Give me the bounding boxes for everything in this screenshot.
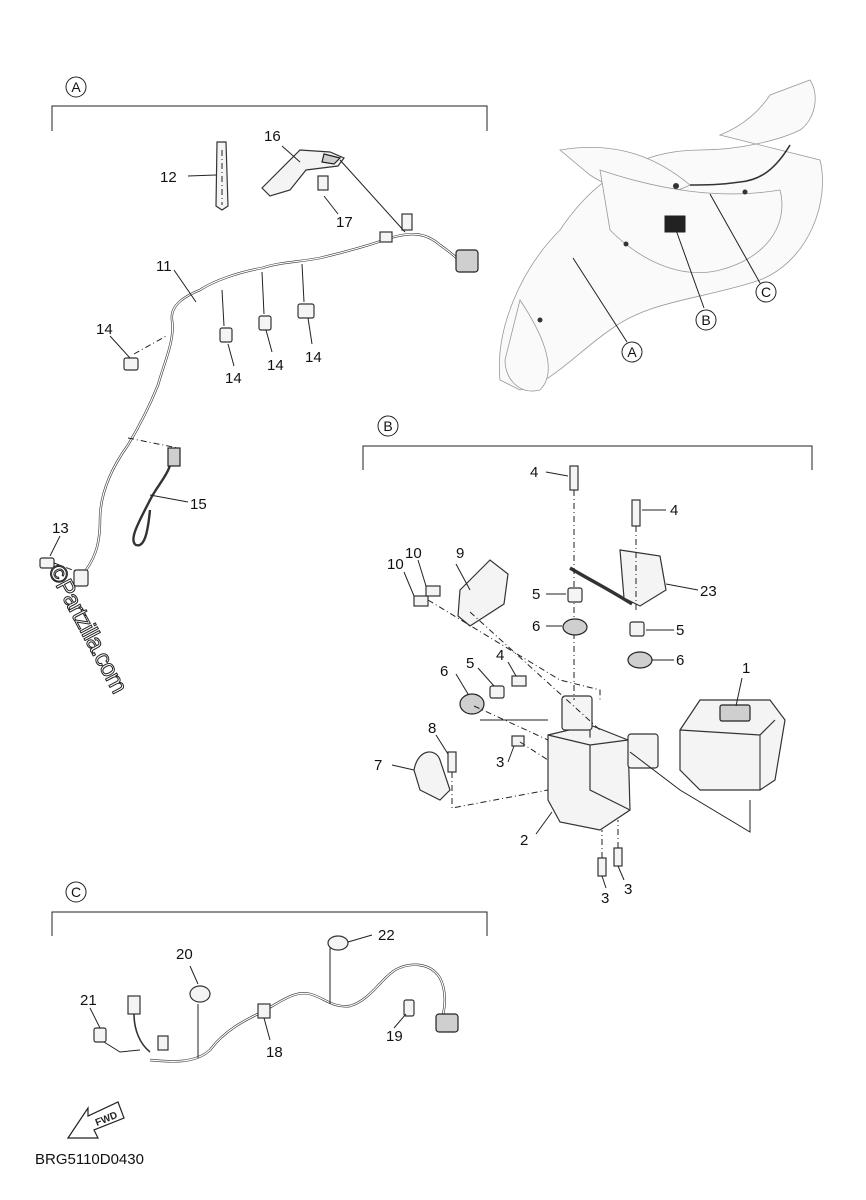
callout-14-a: 14 (96, 321, 113, 338)
part-21-clip (93, 1027, 107, 1043)
callout-10-b: 10 (387, 556, 404, 573)
part-22-clamp (327, 935, 349, 951)
callout-17: 17 (336, 214, 353, 231)
front-sensor-wire (73, 213, 479, 587)
part-1-hydraulic-unit (679, 699, 786, 791)
callout-9: 9 (456, 545, 464, 562)
callout-6-a: 6 (532, 618, 540, 635)
svg-text:C: C (761, 284, 771, 300)
part-9-bracket (457, 559, 509, 627)
section-b: B (362, 415, 813, 907)
callout-1: 1 (742, 660, 750, 677)
callout-16: 16 (264, 128, 281, 145)
part-20-clamp (189, 985, 211, 1003)
callout-21: 21 (80, 992, 97, 1009)
fwd-arrow-icon: FWD (66, 1101, 125, 1139)
section-b-bracket (362, 445, 813, 470)
section-b-marker: B (377, 415, 399, 437)
callout-6-b: 6 (676, 652, 684, 669)
callout-3-a: 3 (496, 754, 504, 771)
callout-7: 7 (374, 757, 382, 774)
callout-5-a: 5 (532, 586, 540, 603)
callout-18: 18 (266, 1044, 283, 1061)
callout-14-d: 14 (305, 349, 322, 366)
callout-23: 23 (700, 583, 717, 600)
callout-13: 13 (52, 520, 69, 537)
svg-text:A: A (627, 344, 637, 360)
callout-4-c: 4 (496, 647, 504, 664)
part-14-clips (123, 263, 315, 371)
diagram-code: BRG5110D0430 (35, 1151, 144, 1168)
abs-unit-location (664, 215, 686, 233)
part-2-bracket (547, 724, 631, 831)
svg-text:C: C (71, 884, 81, 900)
svg-text:B: B (383, 418, 392, 434)
rear-sensor-wire (127, 963, 459, 1063)
callout-5-c: 5 (466, 655, 474, 672)
section-a-marker: A (65, 76, 87, 98)
callout-4-a: 4 (530, 464, 538, 481)
callout-20: 20 (176, 946, 193, 963)
callout-10-a: 10 (405, 545, 422, 562)
callout-5-b: 5 (676, 622, 684, 639)
callout-19: 19 (386, 1028, 403, 1045)
section-c: C 20 22 (51, 881, 488, 1063)
svg-text:B: B (701, 312, 710, 328)
callout-3-c: 3 (624, 881, 632, 898)
part-19-bolt (403, 999, 415, 1017)
callout-14-c: 14 (267, 357, 284, 374)
location-marker-b: B (695, 309, 717, 331)
callout-15: 15 (190, 496, 207, 513)
part-13-bolt (39, 557, 79, 573)
callout-11: 11 (156, 258, 172, 275)
motorcycle-overview: A B C (498, 79, 823, 392)
callout-4-b: 4 (670, 502, 678, 519)
section-c-bracket (51, 911, 488, 936)
svg-text:A: A (71, 79, 81, 95)
callout-12: 12 (160, 169, 177, 186)
location-marker-c: C (755, 281, 777, 303)
section-c-marker: C (65, 881, 87, 903)
part-23-stay (569, 549, 667, 607)
section-a: A (39, 76, 488, 587)
callout-22: 22 (378, 927, 395, 944)
callout-14-b: 14 (225, 370, 242, 387)
section-a-bracket (51, 105, 488, 131)
part-16-bracket (261, 149, 406, 233)
part-15-cable-loop (127, 437, 181, 547)
part-12-clamp (215, 141, 229, 211)
callout-2: 2 (520, 832, 528, 849)
part-7-bracket (413, 751, 451, 801)
callout-8: 8 (428, 720, 436, 737)
callout-6-c: 6 (440, 663, 448, 680)
callout-3-b: 3 (601, 890, 609, 907)
location-marker-a: A (621, 341, 643, 363)
